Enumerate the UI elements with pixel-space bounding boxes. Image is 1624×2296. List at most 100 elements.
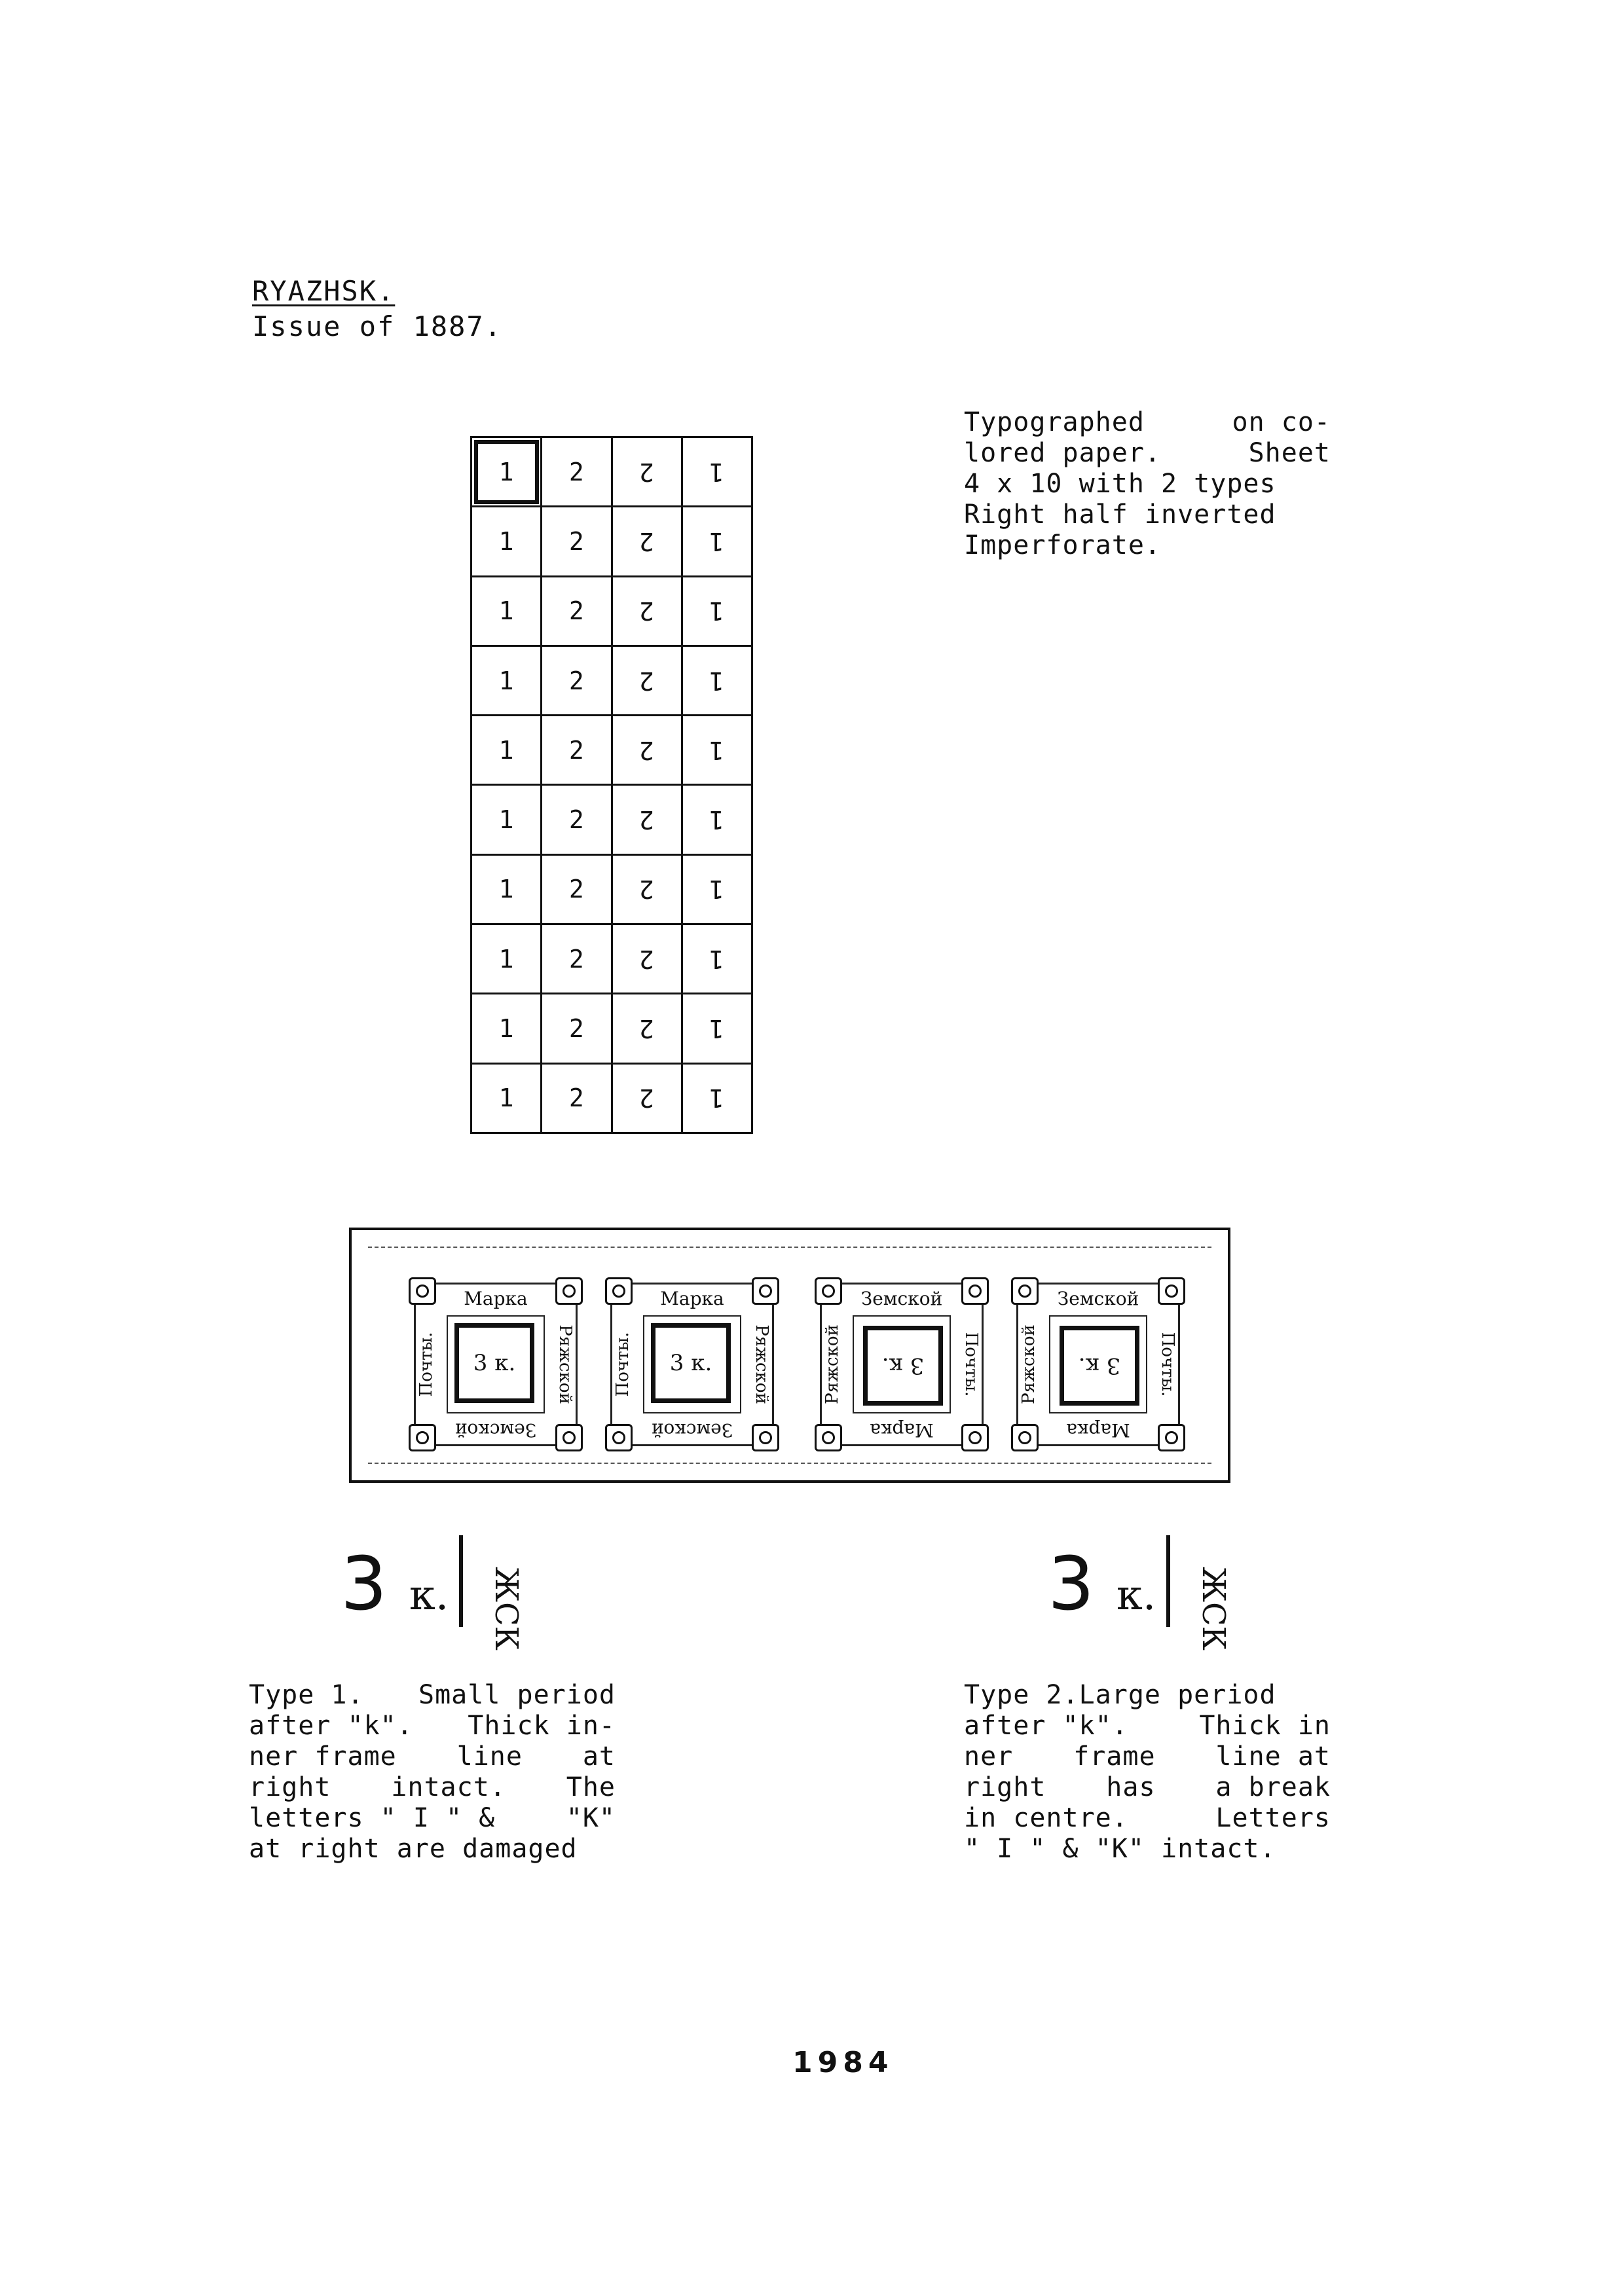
page-title: RYAZHSK. [252,275,396,307]
sheet-type-number: 2 [568,666,584,695]
stamp-corner-ornament-icon [815,1277,842,1305]
sheet-cell: 1 [680,1062,754,1135]
type1-note-word: line [456,1741,523,1772]
sheet-cell: 2 [540,993,613,1065]
page-number: 1984 [792,2046,894,2079]
stamp-bottom-text: Земской [454,1419,537,1441]
type1-note-line: at right are damaged [249,1834,616,1865]
strip-margin [368,1247,1211,1464]
stamp-top-text: Марка [870,1419,934,1441]
stamp-corner-ornament-icon [605,1424,633,1451]
description-word: Sheet [1248,438,1331,468]
type2-k: к. [1116,1571,1156,1620]
sheet-type-number: 1 [498,457,514,486]
sheet-type-number: 1 [709,1084,725,1113]
type2-note-word: frame [1073,1741,1156,1772]
sheet-cell: 1 [680,435,754,508]
description-line: Right half inverted [964,500,1331,530]
stamp-value-box: 3 к. [651,1323,731,1403]
sheet-type-number: 1 [498,944,514,974]
sheet-type-number: 2 [639,526,655,556]
sheet-type-number: 1 [709,805,725,835]
sheet-cell: 1 [680,644,754,717]
type1-note-line: letters " I " &"K" [249,1803,616,1834]
sheet-type-number: 1 [709,1014,725,1044]
type1-k: к. [409,1571,449,1620]
sheet-cell: 1 [470,714,543,786]
stamp-outer-frame [414,1283,578,1446]
type2-note-line: " I " & "K" intact. [964,1834,1331,1865]
sheet-type-number: 2 [639,805,655,835]
sheet-type-number: 1 [498,666,514,695]
sheet-cell: 1 [470,644,543,717]
description-line: 4 x 10 with 2 types [964,469,1331,500]
stamp-corner-ornament-icon [815,1424,842,1451]
type2-note-word: has [1106,1772,1156,1802]
type2-note-word: ner [964,1741,1014,1772]
stamp-corner-ornament-icon [752,1424,779,1451]
type2-side-letters: ЖСК [1194,1567,1232,1650]
type2-note-word: right [964,1772,1046,1802]
sheet-type-number: 2 [568,805,584,835]
stamp-left-text: Почты. [1158,1332,1177,1397]
description-word: on co- [1232,407,1331,437]
stamp-bottom-text: Земской [1057,1288,1139,1309]
description-word: lored paper. [964,438,1161,468]
description-line: lored paper. Sheet [964,438,1331,469]
stamp-corner-ornament-icon [752,1277,779,1305]
stamp-value-box: 3 к. [1060,1326,1139,1406]
stamp-right-text: Ряжской [752,1324,771,1404]
stamp-corner-ornament-icon [409,1277,436,1305]
sheet-cell: 1 [470,575,543,647]
type1-note-word: after "k". [249,1711,413,1741]
sheet-cell: 2 [610,784,683,856]
sheet-type-number: 2 [568,526,584,556]
stamp-corner-ornament-icon [1011,1277,1039,1305]
sheet-type-number: 2 [639,735,655,765]
stamp-right-text: Ряжской [555,1324,575,1404]
type2-note-word: a break [1215,1772,1331,1802]
sheet-cell: 2 [610,714,683,786]
sheet-cell: 1 [680,993,754,1065]
sheet-type-number: 1 [709,735,725,765]
type2-frame-line [1166,1535,1170,1627]
sheet-type-number: 1 [709,526,725,556]
stamp-value-box: 3 к. [454,1323,534,1403]
stamp-left-text: Почты. [613,1332,633,1397]
type2-enlargement: 3 к. ЖСК [1048,1535,1255,1650]
type1-note-word: at right are damaged [249,1834,578,1864]
sheet-cell: 2 [540,505,613,577]
sheet-type-number: 2 [568,735,584,765]
sheet-type-number: 2 [639,1014,655,1044]
type1-side-letters: ЖСК [487,1567,525,1650]
sheet-cell: 2 [610,575,683,647]
type1-note-word: Small period [418,1680,616,1710]
sheet-cell: 2 [610,435,683,508]
sheet-cell: 1 [680,853,754,926]
stamp-corner-ornament-icon [1011,1424,1039,1451]
stamp-corner-ornament-icon [555,1277,583,1305]
stamp-bottom-text: Земской [860,1288,943,1309]
stamp-value: 3 к. [881,1353,925,1379]
sheet-type-number: 1 [498,526,514,556]
sheet-type-number: 1 [498,805,514,835]
sheet-cell: 1 [680,784,754,856]
sheet-type-number: 1 [498,1014,514,1044]
sheet-cell: 2 [540,923,613,995]
sheet-type-number: 2 [568,596,584,626]
sheet-cell: 1 [680,714,754,786]
type1-note-word: right [249,1772,331,1802]
sheet-type-number: 2 [568,1084,584,1113]
sheet-cell: 2 [540,853,613,926]
description-word: 4 x 10 with 2 types [964,469,1276,499]
sheet-type-number: 2 [639,1084,655,1113]
stamp-corner-ornament-icon [961,1424,989,1451]
type2-note-word: after "k". [964,1711,1128,1741]
stamp-corner-ornament-icon [605,1277,633,1305]
